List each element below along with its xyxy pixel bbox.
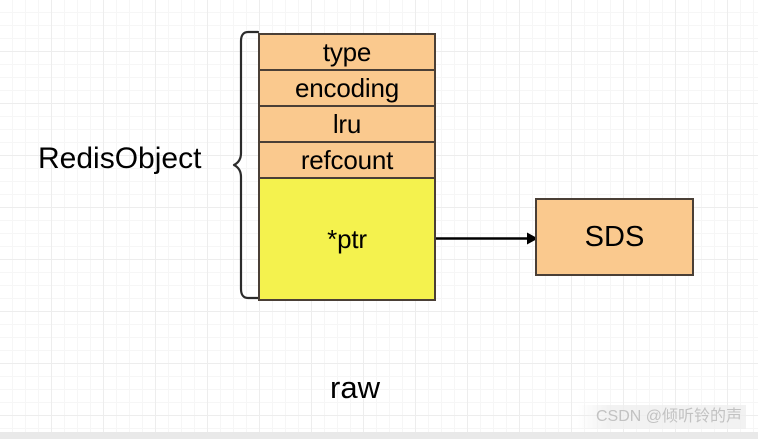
csdn-watermark: CSDN @倾听铃的声 [577,405,746,429]
struct-grouping-brace [232,29,260,301]
struct-label-redisobject: RedisObject [38,142,202,175]
diagram-caption: raw [330,370,380,405]
struct-field-type: type [260,35,434,71]
sds-box: SDS [535,198,694,276]
struct-field-refcount: refcount [260,143,434,179]
struct-field-lru: lru [260,107,434,143]
redisobject-struct-stack: type encoding lru refcount *ptr [258,33,436,301]
pointer-arrow-icon [432,224,542,254]
bottom-band [0,432,758,439]
struct-field-encoding: encoding [260,71,434,107]
struct-field-ptr: *ptr [260,179,434,299]
